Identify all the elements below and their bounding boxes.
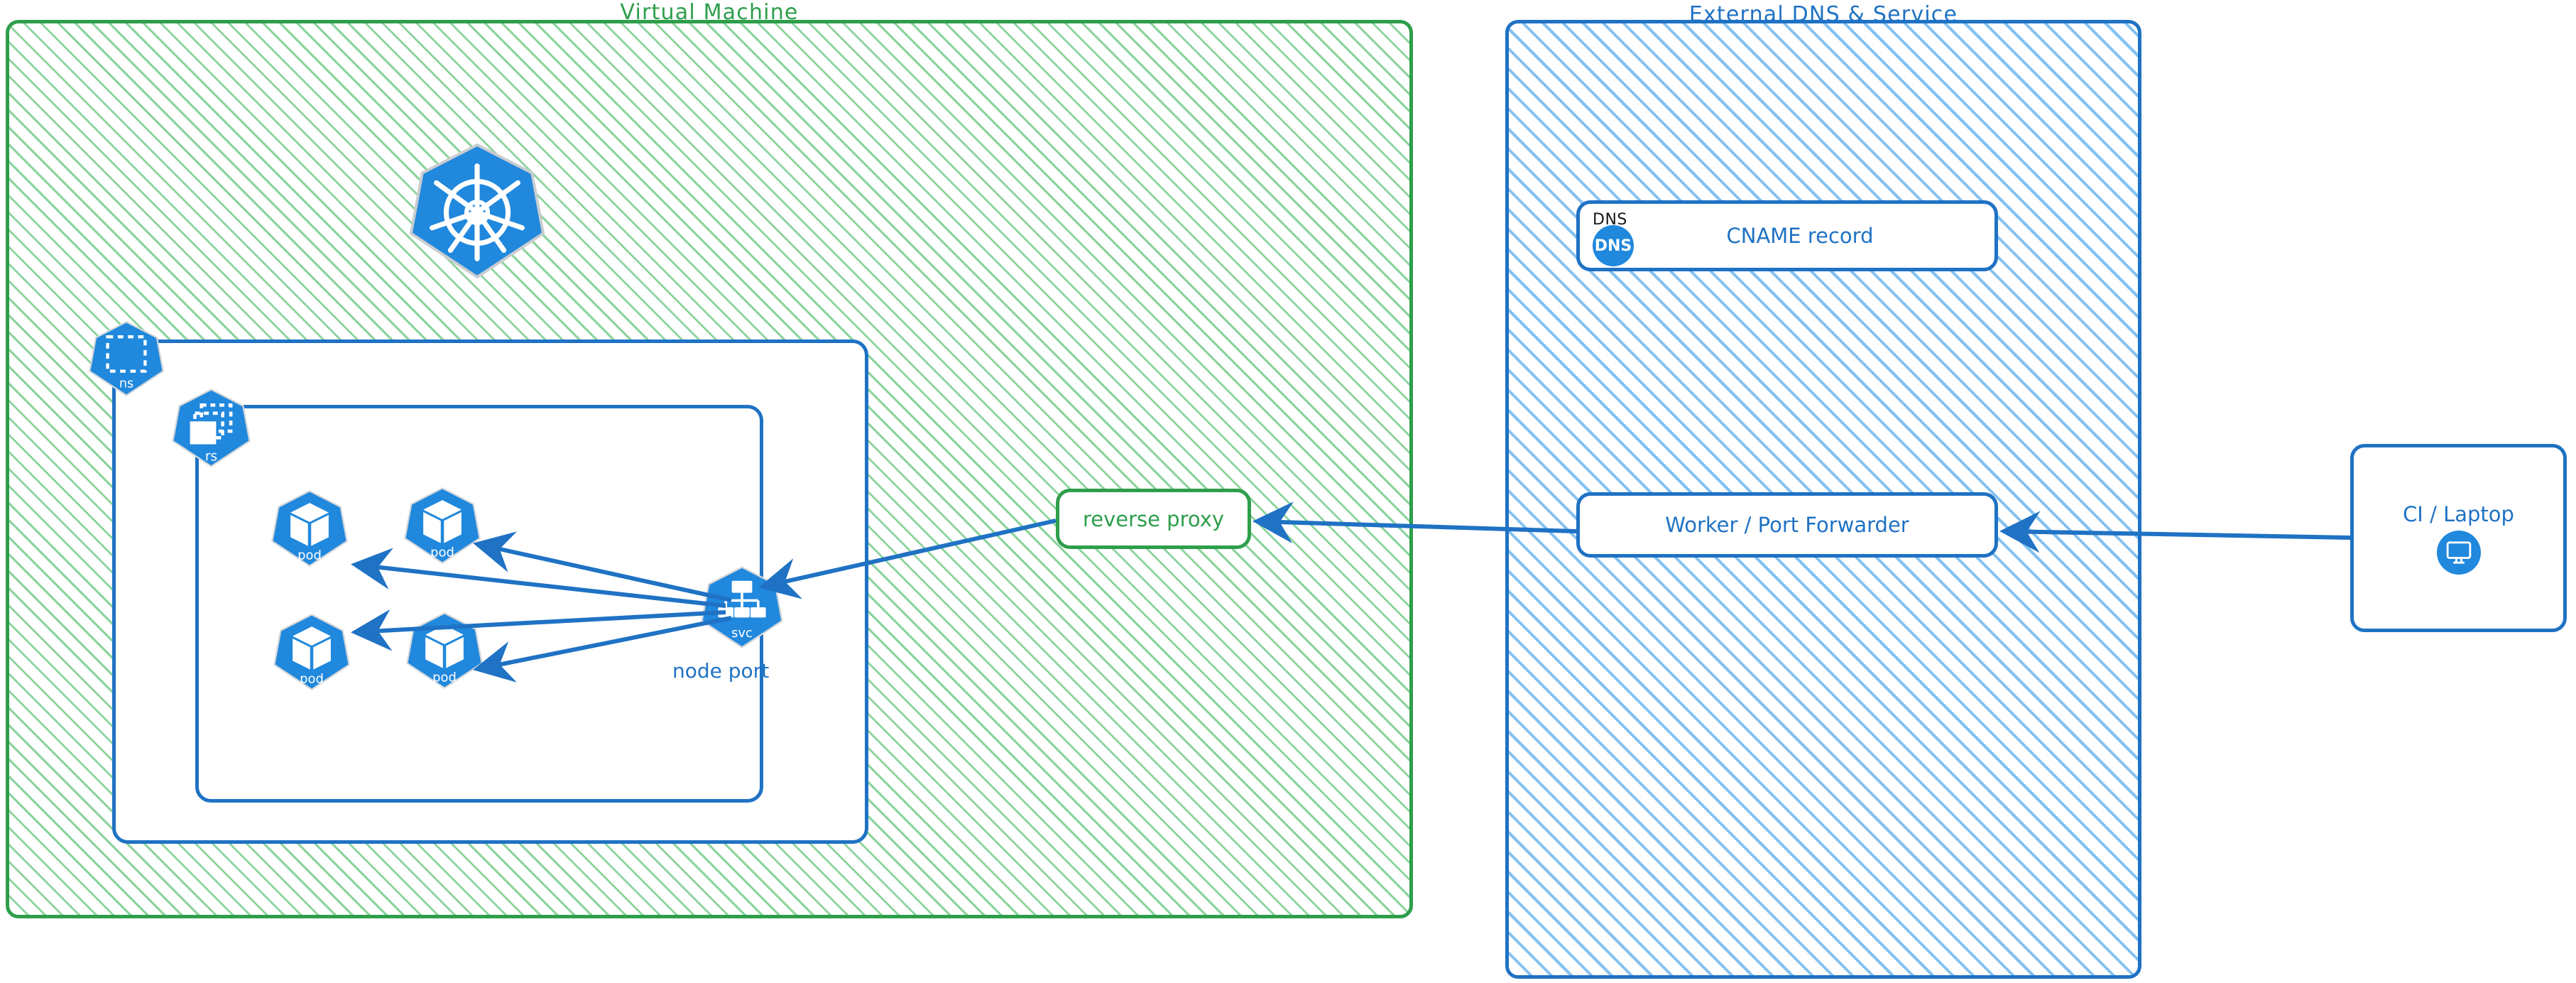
kubernetes-logo-icon bbox=[407, 141, 547, 281]
service-nodeport-icon: svc bbox=[699, 565, 785, 650]
pod-1-icon: pod bbox=[270, 489, 349, 568]
svg-text:pod: pod bbox=[298, 548, 322, 563]
reverse-proxy-card[interactable]: reverse proxy bbox=[1056, 489, 1251, 549]
replicaset-badge-icon: rs bbox=[170, 387, 252, 469]
dns-circle-badge: DNS bbox=[1593, 225, 1634, 266]
external-dns-service-title: External DNS & Service bbox=[1688, 2, 1958, 27]
ci-laptop-label: CI / Laptop bbox=[2403, 501, 2514, 526]
svg-text:svc: svc bbox=[731, 626, 753, 641]
svg-text:pod: pod bbox=[430, 545, 454, 560]
node-port-label: node port bbox=[672, 659, 770, 683]
ci-laptop-card[interactable]: CI / Laptop bbox=[2350, 444, 2567, 632]
dns-cname-card[interactable]: DNS DNS CNAME record bbox=[1576, 200, 1998, 271]
virtual-machine-title: Virtual Machine bbox=[620, 0, 799, 25]
replicaset-box bbox=[195, 405, 763, 803]
pod-2-icon: pod bbox=[403, 486, 482, 565]
worker-port-forwarder-label: Worker / Port Forwarder bbox=[1665, 513, 1909, 537]
namespace-badge-icon: ns bbox=[87, 320, 165, 398]
svg-text:rs: rs bbox=[205, 450, 217, 465]
svg-text:ns: ns bbox=[119, 377, 133, 391]
pod-3-icon: pod bbox=[272, 612, 351, 692]
svg-text:pod: pod bbox=[300, 672, 324, 687]
pod-4-icon: pod bbox=[405, 611, 484, 690]
reverse-proxy-label: reverse proxy bbox=[1082, 506, 1225, 531]
worker-port-forwarder-card[interactable]: Worker / Port Forwarder bbox=[1576, 492, 1998, 558]
dns-cname-label: CNAME record bbox=[1726, 224, 1874, 248]
svg-text:pod: pod bbox=[432, 670, 457, 685]
monitor-icon bbox=[2436, 530, 2481, 575]
